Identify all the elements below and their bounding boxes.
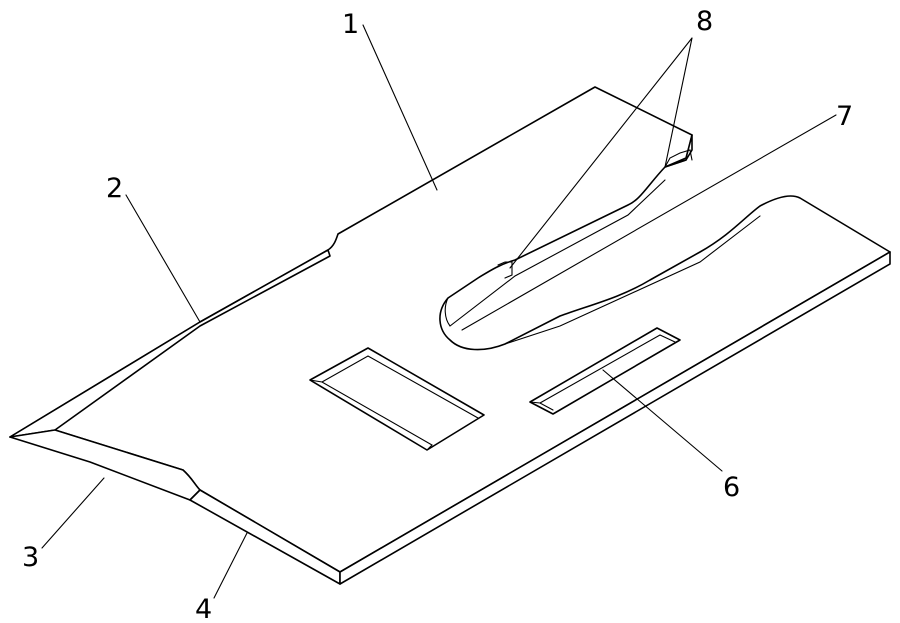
square-hole (309, 347, 485, 451)
leader-6 (602, 369, 723, 472)
leader-7 (461, 114, 837, 331)
notch-step-lower (497, 261, 513, 279)
leader-2 (125, 194, 201, 323)
slot-inner-edge (444, 179, 666, 327)
label-1: 1 (342, 9, 359, 40)
label-8: 8 (696, 6, 713, 37)
leader-4 (213, 532, 248, 599)
leader-lines (41, 24, 837, 599)
label-7: 7 (836, 101, 853, 132)
label-3: 3 (22, 542, 39, 573)
leader-8b (664, 37, 693, 168)
leader-8a (509, 37, 693, 269)
notch-step-upper (664, 149, 693, 168)
slot-right-wall (504, 215, 761, 345)
leader-3 (41, 477, 105, 549)
square-hole-inner-wall (309, 355, 479, 451)
plate (9, 86, 891, 585)
square-hole-outline (309, 347, 485, 451)
thickness-edge-right (339, 251, 891, 585)
label-2: 2 (106, 173, 123, 204)
labels: 1 2 3 4 6 7 8 (22, 6, 853, 623)
finger-end-face (664, 134, 693, 168)
slot-hole-inner-wall (529, 334, 676, 411)
leader-1 (362, 24, 438, 191)
label-4: 4 (195, 594, 212, 623)
label-6: 6 (723, 472, 740, 503)
plate-top-face (9, 86, 891, 573)
